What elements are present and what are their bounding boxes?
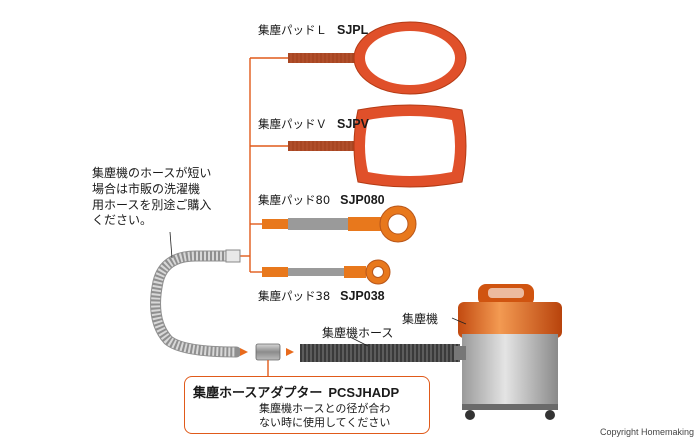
pad-l-illustration <box>288 21 467 95</box>
adapter-description: 集塵機ホースとの径が合わ ない時に使用してください <box>259 402 390 431</box>
pad-80-code: SJP080 <box>340 193 385 207</box>
pad-38-code: SJP038 <box>340 289 385 303</box>
note-line-3: 用ホースを別途ご購入 <box>92 197 212 212</box>
collector-pointer <box>451 317 467 325</box>
adapter-callout: 集塵ホースアダプター PCSJHADP 集塵機ホースとの径が合わ ない時に使用して… <box>184 376 430 434</box>
hose-pointer <box>349 336 369 347</box>
dust-collector-illustration <box>454 284 562 420</box>
note-line-4: ください。 <box>92 213 153 228</box>
pad-v-illustration <box>288 104 467 188</box>
pad-80-name: 集塵パッド80 <box>258 193 331 207</box>
adapter-illustration <box>255 343 281 378</box>
pad-38-name: 集塵パッド38 <box>258 289 331 303</box>
pad-v-label: 集塵パッドＶ SJPV <box>258 118 369 131</box>
pad-v-name: 集塵パッドＶ <box>258 117 327 131</box>
pad-connector-bracket <box>238 57 288 273</box>
pad-80-illustration <box>262 205 417 243</box>
pad-l-name: 集塵パッドＬ <box>258 23 327 37</box>
hose-note: 集塵機のホースが短い 場合は市販の洗濯機 用ホースを別途ご購入 ください。 <box>92 166 272 229</box>
washing-machine-hose <box>150 249 242 358</box>
pad-80-label: 集塵パッド80 SJP080 <box>258 194 385 207</box>
pad-38-illustration <box>262 259 391 285</box>
dust-collector-label: 集塵機 <box>402 312 439 326</box>
flow-arrows <box>240 348 294 356</box>
dust-collector-hose <box>300 344 460 362</box>
adapter-code: PCSJHADP <box>328 385 400 400</box>
note-pointer <box>169 231 173 259</box>
note-line-2: 場合は市販の洗濯機 <box>92 181 201 196</box>
adapter-desc-line-2: ない時に使用してください <box>259 416 391 430</box>
pad-38-label: 集塵パッド38 SJP038 <box>258 290 385 303</box>
dust-collector-hose-label: 集塵機ホース <box>322 326 394 340</box>
adapter-title: 集塵ホースアダプター PCSJHADP <box>193 382 399 401</box>
adapter-name: 集塵ホースアダプター <box>193 386 323 401</box>
copyright-text: Copyright Homemaking <box>599 427 694 437</box>
pad-l-code: SJPL <box>337 23 369 37</box>
adapter-desc-line-1: 集塵機ホースとの径が合わ <box>259 402 391 415</box>
note-line-1: 集塵機のホースが短い <box>92 166 212 180</box>
pad-l-label: 集塵パッドＬ SJPL <box>258 24 368 37</box>
pad-v-code: SJPV <box>337 117 369 131</box>
